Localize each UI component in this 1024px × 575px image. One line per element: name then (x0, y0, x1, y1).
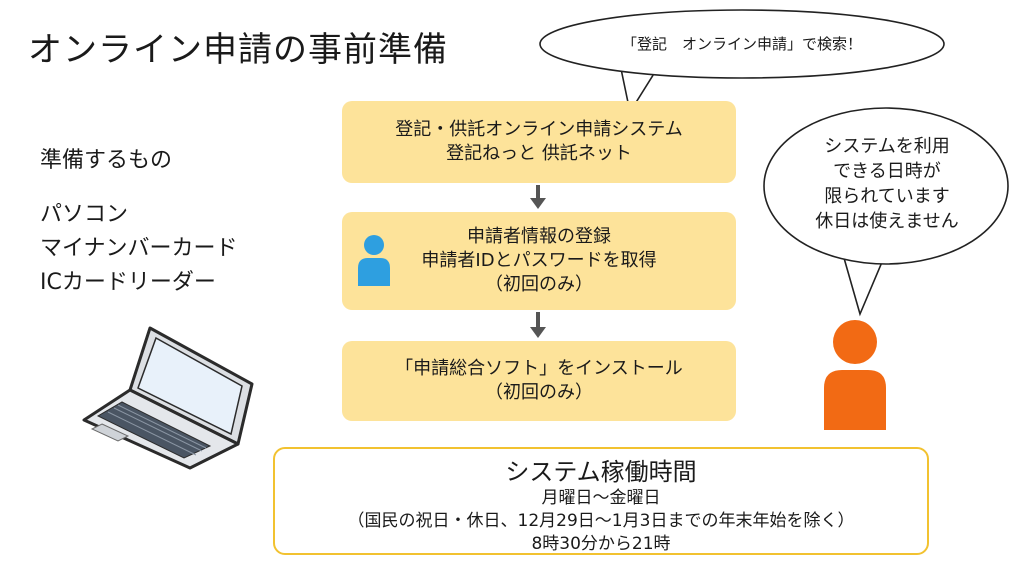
availability-speech-bubble (763, 107, 1009, 317)
bubble-line: システムを利用 (824, 136, 950, 157)
step-register-applicant: 申請者情報の登録 申請者IDとパスワードを取得 （初回のみ） (342, 212, 736, 310)
page-title: オンライン申請の事前準備 (28, 30, 448, 70)
operating-hours-line: （国民の祝日・休日、12月29日～1月3日までの年末年始を除く） (347, 511, 855, 531)
preparation-heading: 準備するもの (40, 148, 173, 173)
step-line: （初回のみ） (485, 274, 593, 295)
operating-hours-heading: システム稼働時間 (505, 458, 697, 486)
bubble-line: 休日は使えません (815, 211, 959, 232)
step-line: 登記ねっと 供託ネット (446, 143, 632, 164)
search-speech-bubble (539, 9, 945, 115)
step-line: 「申請総合ソフト」をインストール (395, 358, 683, 379)
step-line: （初回のみ） (485, 382, 593, 403)
list-item: ICカードリーダー (40, 270, 216, 295)
list-item: パソコン (40, 202, 129, 227)
operating-hours-line: 8時30分から21時 (531, 534, 671, 554)
preparation-list: パソコン マイナンバーカード ICカードリーダー (40, 198, 238, 300)
person-icon (358, 235, 390, 286)
operating-hours-line: 月曜日～金曜日 (541, 488, 661, 508)
step-line: 申請者IDとパスワードを取得 (421, 250, 657, 271)
step-line: 申請者情報の登録 (467, 226, 611, 247)
bubble-line: できる日時が (833, 161, 941, 182)
arrow-down-icon (530, 312, 546, 338)
step-install-software: 「申請総合ソフト」をインストール （初回のみ） (342, 341, 736, 421)
arrow-down-icon (530, 185, 546, 209)
step-line: 登記・供託オンライン申請システム (395, 119, 683, 140)
laptop-icon (82, 326, 254, 470)
bubble-line: 限られています (824, 186, 950, 207)
person-icon (824, 320, 886, 430)
availability-bubble-text: システムを利用 できる日時が 限られています 休日は使えません (780, 134, 994, 234)
step-online-system: 登記・供託オンライン申請システム 登記ねっと 供託ネット (342, 101, 736, 183)
operating-hours-box: システム稼働時間 月曜日～金曜日 （国民の祝日・休日、12月29日～1月3日まで… (273, 447, 929, 555)
search-bubble-text: 「登記 オンライン申請」で検索！ (621, 35, 862, 53)
list-item: マイナンバーカード (40, 236, 238, 261)
